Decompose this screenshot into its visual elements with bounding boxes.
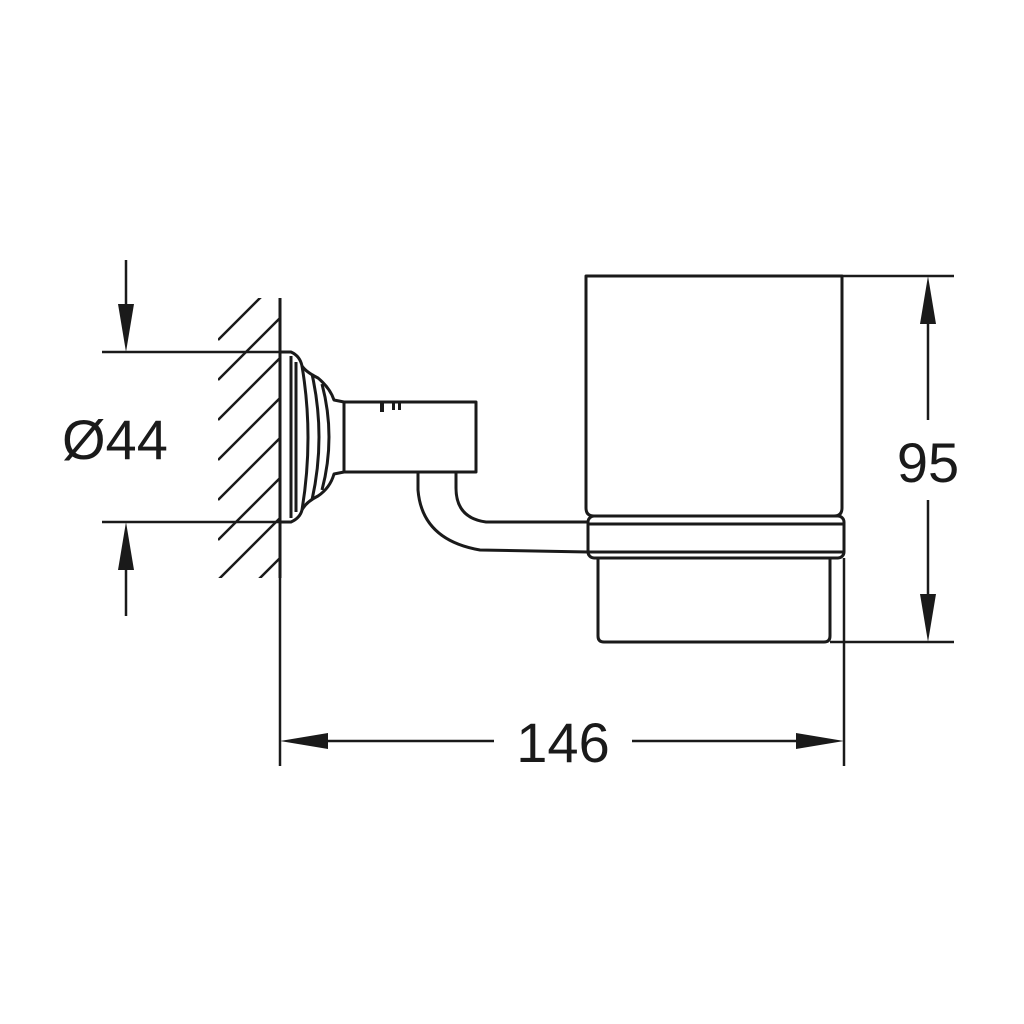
width-arrow-left [280,733,328,749]
wall-rosette [280,350,346,524]
width-arrow-right [796,733,844,749]
glass-tumbler [584,274,846,644]
diameter-arrow-up [118,522,134,570]
glass-ring [586,514,846,560]
diameter-arrow-down [118,304,134,352]
width-dimension [278,558,846,766]
height-label: 95 [897,431,959,494]
glass-lower [596,558,832,644]
height-arrow-down [920,594,936,642]
glass-upper [584,274,844,518]
arm-curve [416,472,590,554]
diameter-dimension [102,260,280,616]
width-label: 146 [516,711,609,774]
holder-arm [342,400,590,554]
diameter-label: Ø44 [62,408,168,471]
arm-block [342,400,478,474]
height-dimension [830,274,954,644]
wall-hatching [218,298,280,578]
wall [218,298,282,578]
height-arrow-up [920,276,936,324]
